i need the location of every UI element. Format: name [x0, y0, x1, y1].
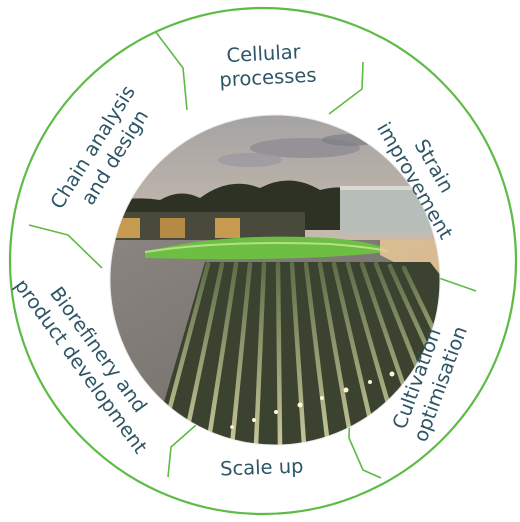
divider-biorefinery-chain	[28, 224, 103, 269]
cloud	[218, 153, 282, 167]
divider-cellular-strain	[328, 61, 364, 115]
photobioreactor-tubes	[150, 261, 440, 445]
label-scale-up: Scale up	[220, 455, 304, 481]
label-cellular-processes: Cellular processes	[218, 39, 317, 91]
divider-chain-cellular	[154, 30, 188, 111]
divider-scale-biorefinery	[167, 417, 205, 478]
raceway-pond	[145, 236, 388, 260]
